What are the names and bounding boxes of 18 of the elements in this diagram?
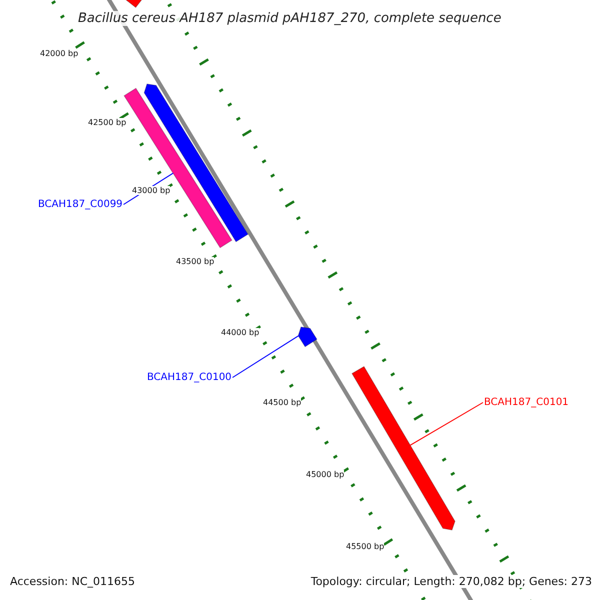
scale-label: 42000 bp — [40, 49, 78, 58]
scale-label: 45500 bp — [346, 542, 384, 551]
footer-text: Accession: NC_011655 — [10, 575, 136, 588]
leader-line — [232, 335, 299, 378]
gene-label: BCAH187_C0099 — [38, 199, 123, 210]
scale-label: 44500 bp — [263, 398, 302, 407]
footer-text: Topology: circular; Length: 270,082 bp; Genes: 273 — [310, 575, 592, 588]
leader-line — [410, 402, 484, 446]
scale-label: 43500 bp — [176, 257, 214, 266]
scale-label: 45000 bp — [306, 470, 344, 479]
scale-label: 43000 bp — [132, 186, 170, 195]
gene-arrow — [298, 326, 318, 348]
scale-label: 42500 bp — [88, 118, 126, 127]
gene-arrow — [351, 366, 456, 530]
scale-label: 44000 bp — [221, 328, 260, 337]
gene-label: BCAH187_C0101 — [484, 397, 569, 408]
plot-title: Bacillus cereus AH187 plasmid pAH187_270, complete sequence — [78, 11, 502, 26]
gene-label: BCAH187_C0100 — [147, 372, 232, 383]
